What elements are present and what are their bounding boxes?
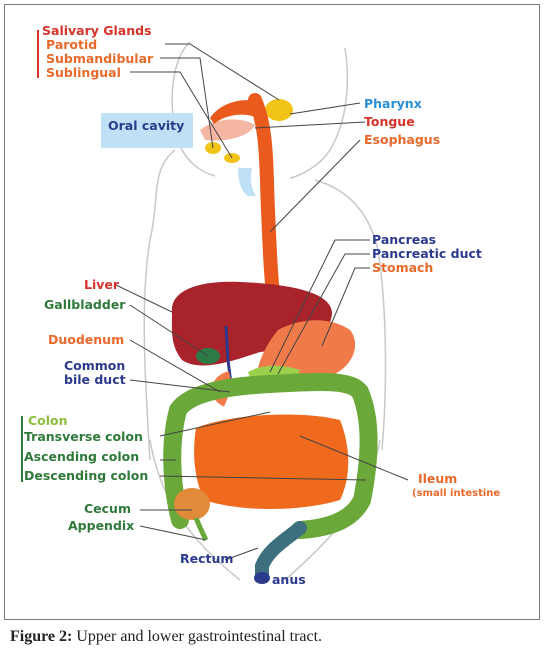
parotid-gland <box>265 99 293 121</box>
label-transverse-colon: Transverse colon <box>24 429 143 444</box>
cecum-shape <box>174 488 210 520</box>
label-sublingual: Sublingual <box>46 65 121 80</box>
trachea-shape <box>238 168 256 196</box>
label-stomach: Stomach <box>372 260 433 275</box>
label-parotid: Parotid <box>46 37 97 52</box>
label-common: Common <box>64 358 125 373</box>
label-cecum: Cecum <box>84 501 131 516</box>
label-ascending-colon: Ascending colon <box>24 449 139 464</box>
label-small-intestine: (small intestine <box>412 488 500 499</box>
label-duodenum: Duodenum <box>48 332 124 347</box>
label-salivary-glands: Salivary Glands <box>42 23 152 38</box>
rectum-tube <box>255 521 307 583</box>
tongue-shape <box>200 119 255 141</box>
figure-caption: Figure 2: Upper and lower gastrointestin… <box>10 628 322 646</box>
stomach-shape <box>258 320 356 381</box>
anus-shape <box>254 572 270 584</box>
label-gallbladder: Gallbladder <box>44 297 126 312</box>
oral-cavity-highlight <box>101 113 193 148</box>
label-esophagus: Esophagus <box>364 132 440 147</box>
label-pancreas: Pancreas <box>372 232 436 247</box>
label-bile-duct: bile duct <box>64 372 126 387</box>
label-descending-colon: Descending colon <box>24 468 148 483</box>
label-tongue: Tongue <box>364 114 415 129</box>
caption-label: Figure 2: <box>10 628 73 645</box>
small-intestine-mass <box>194 414 349 509</box>
label-liver: Liver <box>84 277 120 292</box>
label-colon: Colon <box>28 413 68 428</box>
label-ileum: Ileum <box>418 471 457 486</box>
palate-shape <box>210 100 262 124</box>
leader-lines <box>115 43 409 561</box>
colon-tube <box>163 372 378 539</box>
label-appendix: Appendix <box>68 518 134 533</box>
label-submandibular: Submandibular <box>46 51 154 66</box>
caption-text: Upper and lower gastrointestinal tract. <box>72 628 323 645</box>
appendix-shape <box>193 517 209 542</box>
label-pancreatic-duct: Pancreatic duct <box>372 246 482 261</box>
digestive-system-diagram: Salivary Glands Parotid Submandibular Su… <box>21 23 500 587</box>
label-rectum: Rectum <box>180 551 233 566</box>
label-pharynx: Pharynx <box>364 96 422 111</box>
label-oral-cavity: Oral cavity <box>108 118 184 133</box>
label-anus: anus <box>272 572 306 587</box>
